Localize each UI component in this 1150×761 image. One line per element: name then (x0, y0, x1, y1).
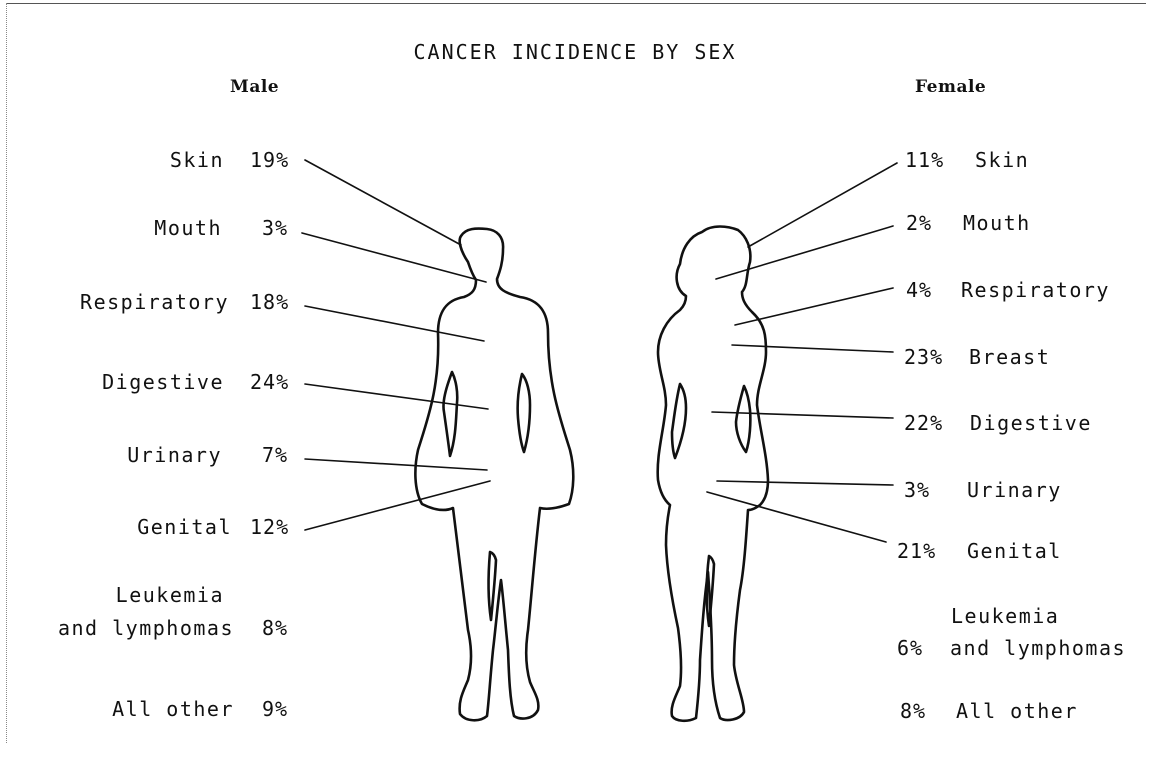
male-left-arm-gap (443, 372, 457, 456)
female-respiratory-leader (735, 288, 893, 325)
female-silhouette (658, 227, 768, 721)
male-skin-leader (305, 160, 461, 245)
female-right-arm-gap (736, 386, 750, 452)
female-breast-leader (732, 345, 893, 352)
female-genital-leader (707, 492, 886, 542)
female-skin-leader (748, 163, 897, 247)
male-right-arm-gap (518, 374, 530, 452)
male-silhouette (415, 229, 573, 721)
male-digestive-leader (305, 384, 488, 409)
male-urinary-leader (305, 459, 487, 470)
male-respiratory-leader (305, 306, 484, 341)
male-genital-leader (305, 481, 490, 530)
female-left-arm-gap (672, 384, 686, 458)
female-digestive-leader (712, 412, 893, 418)
male-leg-gap (489, 552, 496, 620)
female-urinary-leader (717, 481, 893, 485)
